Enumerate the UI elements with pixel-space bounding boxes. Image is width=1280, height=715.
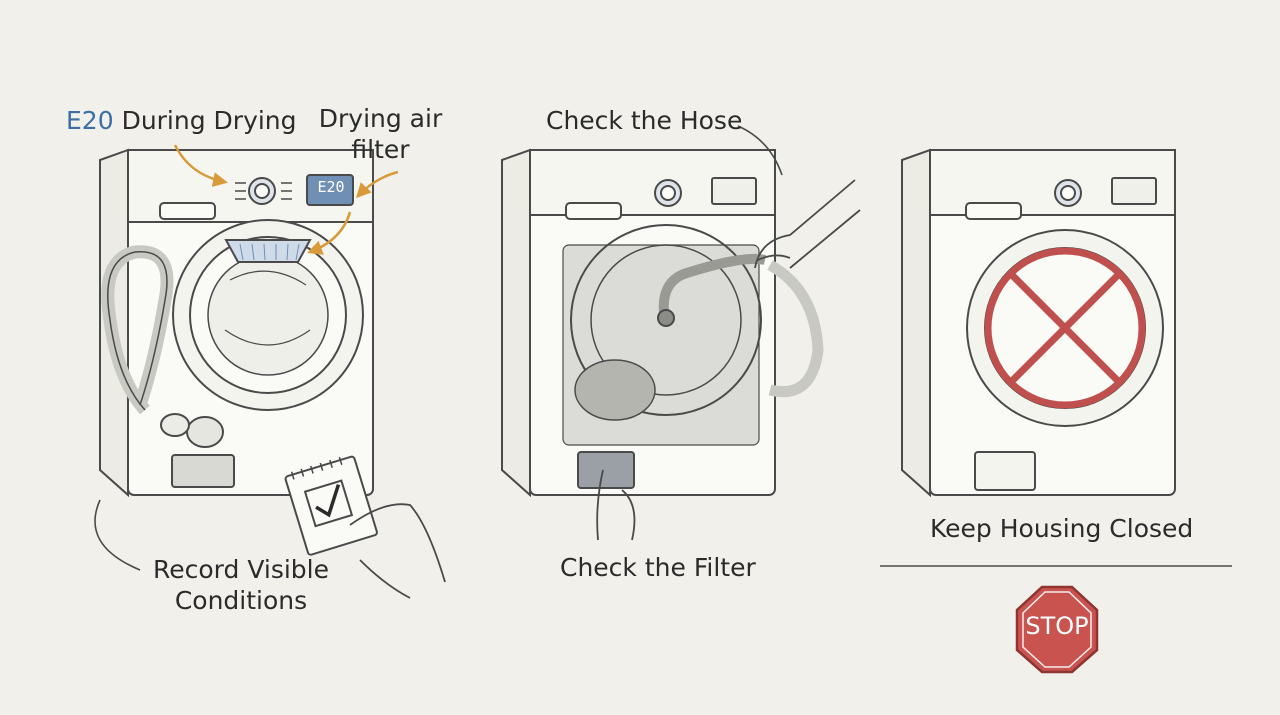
air-filter-slot — [224, 239, 312, 263]
detergent-drawer — [159, 202, 216, 220]
filter-cover — [171, 454, 235, 488]
record-pointer-line — [94, 499, 141, 571]
notepad-checkmark — [284, 455, 378, 556]
error-code-title: E20 During Drying — [66, 106, 297, 137]
orange-arrows — [173, 144, 399, 255]
drain-filter — [186, 416, 224, 448]
internal-hose — [658, 253, 767, 321]
stop-sign-icon — [1015, 585, 1099, 674]
hand-holding-hose — [754, 179, 861, 269]
washer-2 — [501, 148, 824, 498]
writing-hand — [349, 503, 446, 599]
pointing-hand — [596, 469, 636, 541]
error-display — [306, 174, 354, 206]
keep-housing-closed-label: Keep Housing Closed — [930, 514, 1194, 543]
external-hose — [767, 260, 824, 398]
error-context: During Drying — [121, 106, 297, 135]
washer-3 — [901, 148, 1176, 498]
check-filter-label: Check the Filter — [560, 553, 756, 582]
check-hose-label: Check the Hose — [546, 106, 743, 135]
hose-pointer-line — [737, 125, 783, 176]
filter-cover — [577, 451, 635, 489]
error-code: E20 — [66, 106, 114, 135]
pump — [574, 359, 656, 421]
washer-1 — [99, 148, 374, 498]
stop-sign-text: STOP — [1025, 612, 1089, 640]
prohibition-sign — [984, 247, 1146, 409]
display-readout: E20 — [317, 178, 345, 196]
